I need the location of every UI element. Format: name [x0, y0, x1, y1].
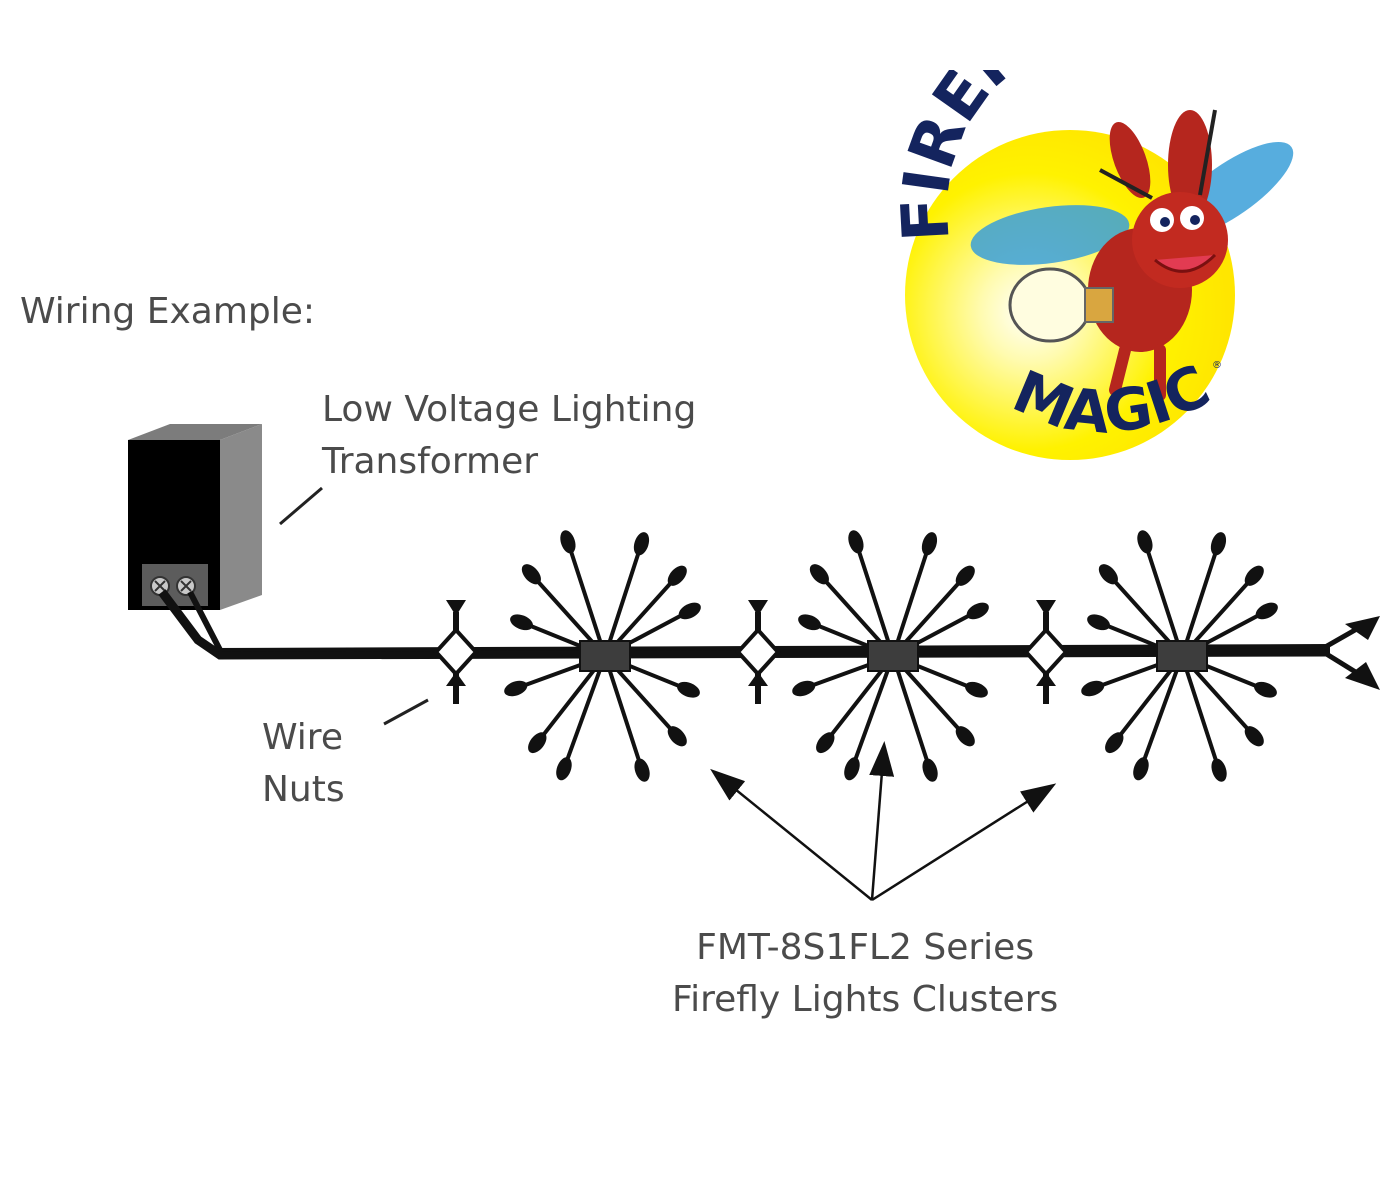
transformer-label-line-1: Low Voltage Lighting: [322, 389, 697, 430]
terminal-screw-icon: [176, 576, 196, 596]
light-cluster: [1081, 530, 1278, 782]
light-bulb-icon: [1008, 267, 1114, 343]
cluster-pointer-arrows: [710, 741, 1057, 902]
led-bulb-icon: [633, 532, 650, 556]
cluster-branch: [603, 532, 650, 657]
led-bulb-icon: [922, 758, 938, 782]
cluster-branch: [556, 655, 607, 781]
led-bulb-icon: [510, 614, 533, 631]
led-bulb-icon: [556, 757, 572, 781]
led-bulb-icon: [1254, 681, 1277, 698]
cluster-branch: [848, 530, 895, 657]
cluster-branch: [1180, 655, 1227, 782]
transformer-label: Low Voltage Lighting Transformer: [322, 384, 696, 488]
body: [1109, 122, 1151, 198]
pointer-arrow: [710, 768, 873, 901]
cluster-branch: [560, 530, 607, 657]
transformer-leader-line: [279, 486, 323, 526]
led-bulb-icon: [1255, 602, 1278, 620]
wire-nut: [735, 600, 781, 704]
cluster-branch: [891, 532, 938, 657]
led-bulb-icon: [504, 680, 528, 697]
led-bulb-icon: [966, 602, 989, 620]
led-bulb-icon: [1105, 732, 1124, 754]
transformer-side: [220, 424, 262, 610]
led-bulb-icon: [809, 564, 829, 585]
led-bulb-icon: [844, 757, 860, 781]
wire-nut-leader-line: [383, 698, 429, 726]
wire-nuts-label-line-1: Wire: [262, 717, 343, 758]
led-bulb-icon: [955, 565, 975, 586]
led-bulb-icon: [955, 726, 975, 747]
series-label-line-1: FMT-8S1FL2 Series: [696, 927, 1035, 968]
led-bulb-icon: [667, 726, 687, 747]
light-cluster: [792, 530, 989, 782]
wing: [970, 205, 1130, 265]
wire-nuts-label-line-2: Nuts: [262, 769, 345, 810]
transformer-label-line-2: Transformer: [322, 441, 539, 482]
cluster-branch: [891, 655, 938, 782]
light-clusters: [504, 530, 1278, 782]
firefly-magic-logo: FIREFLY MAGIC ®: [900, 70, 1294, 460]
cluster-hub: [867, 640, 919, 672]
led-bulb-icon: [1087, 614, 1110, 631]
led-bulb-icon: [1244, 565, 1264, 586]
registered-mark: ®: [1212, 360, 1222, 371]
led-bulb-icon: [667, 565, 687, 586]
led-bulb-icon: [1210, 532, 1227, 556]
antenna: [1198, 109, 1217, 196]
led-bulb-icon: [798, 614, 821, 631]
led-bulb-icon: [792, 680, 816, 697]
head: [1132, 192, 1228, 288]
cluster-branch: [1133, 655, 1184, 781]
led-bulb-icon: [1081, 680, 1105, 697]
led-bulb-icon: [1137, 530, 1153, 554]
mouth: [1154, 253, 1217, 273]
led-bulb-icon: [921, 532, 938, 556]
pointer-arrow: [869, 741, 895, 901]
transformer-top: [128, 424, 262, 440]
cluster-hub: [579, 640, 631, 672]
led-bulb-icon: [678, 602, 701, 620]
transformer: [128, 424, 262, 610]
cluster-branch: [1180, 532, 1227, 657]
series-label: FMT-8S1FL2 Series Firefly Lights Cluster…: [672, 922, 1058, 1026]
led-bulb-icon: [848, 530, 864, 554]
led-bulb-icon: [1133, 757, 1149, 781]
led-bulb-icon: [528, 732, 547, 754]
light-cluster: [504, 530, 701, 782]
antenna: [1099, 168, 1153, 200]
pointer-arrow: [871, 783, 1057, 902]
cluster-hub: [1156, 640, 1208, 672]
led-bulb-icon: [521, 564, 541, 585]
wire-end: [1318, 616, 1380, 690]
wire-nuts: [433, 600, 1069, 704]
wire-nut: [433, 600, 479, 704]
led-bulb-icon: [1211, 758, 1227, 782]
led-bulb-icon: [560, 530, 576, 554]
led-bulb-icon: [677, 681, 700, 698]
led-bulb-icon: [816, 732, 835, 754]
series-label-line-2: Firefly Lights Clusters: [672, 979, 1059, 1020]
legs: [1109, 344, 1166, 401]
led-bulb-icon: [965, 681, 988, 698]
led-bulb-icon: [1098, 564, 1118, 585]
cluster-branch: [844, 655, 895, 781]
wire-nuts-label: Wire Nuts: [262, 712, 345, 816]
led-bulb-icon: [634, 758, 650, 782]
led-bulb-icon: [1244, 726, 1264, 747]
cluster-branch: [1137, 530, 1184, 657]
wire-nut: [1023, 600, 1069, 704]
diagram-title: Wiring Example:: [20, 291, 316, 332]
cluster-branch: [603, 655, 650, 782]
